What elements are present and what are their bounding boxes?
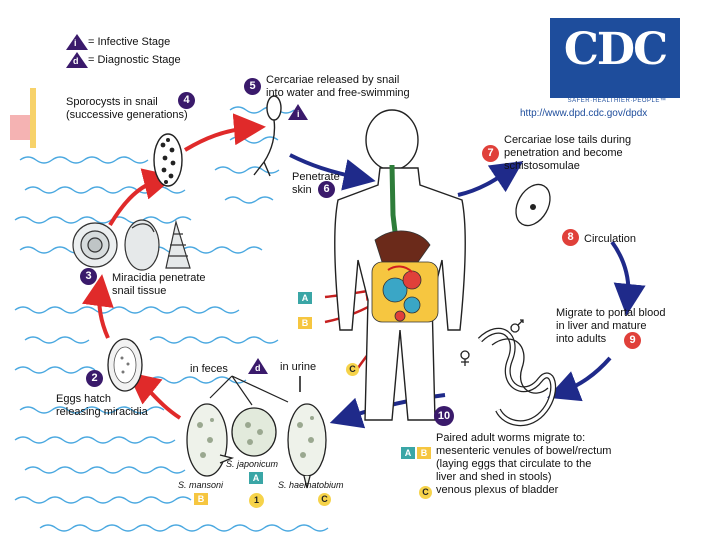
step9-number: 9 — [624, 332, 641, 349]
tag-a-intestine: A — [298, 292, 312, 304]
egg-icon — [186, 403, 327, 489]
tag-b-bowel: B — [417, 447, 431, 459]
infective-stage-letter: i — [74, 38, 77, 48]
tag-a-japonicum: A — [249, 472, 263, 484]
arrow-miracidia-to-snail — [82, 274, 114, 339]
arrow-sporocysts-to-cercariae — [183, 113, 266, 152]
miracidium-icon — [107, 338, 143, 392]
step1-number: 1 — [249, 493, 264, 508]
diagnostic-stage-label: = Diagnostic Stage — [88, 54, 181, 66]
s-mansoni-label: S. mansoni — [178, 480, 224, 490]
step8-number: 8 — [562, 229, 579, 246]
arrow-portal-to-adults — [547, 356, 612, 402]
tag-a-bowel: A — [401, 447, 415, 459]
arrow-adults-to-eggs — [329, 393, 446, 429]
infective-marker-letter: i — [297, 109, 300, 119]
arrow-skin-to-schistosomulae — [457, 161, 524, 197]
tag-c-haematobium: C — [318, 493, 331, 506]
step10-number: 10 — [434, 406, 454, 426]
step8-text: Circulation — [584, 233, 636, 245]
in-urine-label: in urine — [280, 361, 317, 373]
intestines-icon — [371, 230, 439, 323]
tag-c-bladder-pointer: C — [346, 363, 359, 376]
cdc-motto: SAFER·HEALTHIER·PEOPLE™ — [567, 98, 667, 104]
cdc-url-link[interactable]: http://www.dpd.cdc.gov/dpdx — [520, 108, 648, 119]
infective-stage-icon — [66, 34, 88, 50]
cercaria-icon — [253, 95, 282, 177]
cdc-logo-text: CDC — [563, 24, 668, 75]
in-feces-label: in feces — [190, 363, 228, 375]
step6-number: 6 — [318, 181, 335, 198]
step3-number: 3 — [80, 268, 97, 285]
infective-stage-label: = Infective Stage — [88, 36, 171, 48]
step5-number: 5 — [244, 78, 261, 95]
tag-c-bladder: C — [419, 486, 432, 499]
arrow-eggs-to-miracidia — [127, 371, 182, 420]
tag-b-intestine: B — [298, 317, 312, 329]
step4-text: Sporocysts in snail(successive generatio… — [66, 96, 188, 121]
arrow-snail-to-sporocysts — [108, 168, 176, 227]
diagnostic-stage-icon — [66, 52, 88, 68]
step10-text: Paired adult worms migrate to: mesenteri… — [436, 432, 612, 496]
s-haematobium-label: S. haematobium — [278, 480, 344, 490]
sporocyst-icon — [153, 133, 183, 187]
step7-number: 7 — [482, 145, 499, 162]
tag-b-mansoni: B — [194, 493, 208, 505]
schistosomulum-icon — [515, 183, 551, 227]
diagnostic-marker-letter: d — [255, 363, 261, 373]
arrow-cercariae-to-skin — [289, 153, 376, 191]
step2-number: 2 — [86, 370, 103, 387]
arrow-circulation-to-portal — [610, 240, 646, 316]
diagnostic-stage-letter: d — [73, 56, 79, 66]
cdc-logo: CDC — [550, 18, 680, 98]
worm-pair-icon — [460, 319, 557, 427]
s-japonicum-label: S. japonicum — [226, 459, 279, 469]
step4-number: 4 — [178, 92, 195, 109]
snail-icon — [72, 219, 191, 271]
